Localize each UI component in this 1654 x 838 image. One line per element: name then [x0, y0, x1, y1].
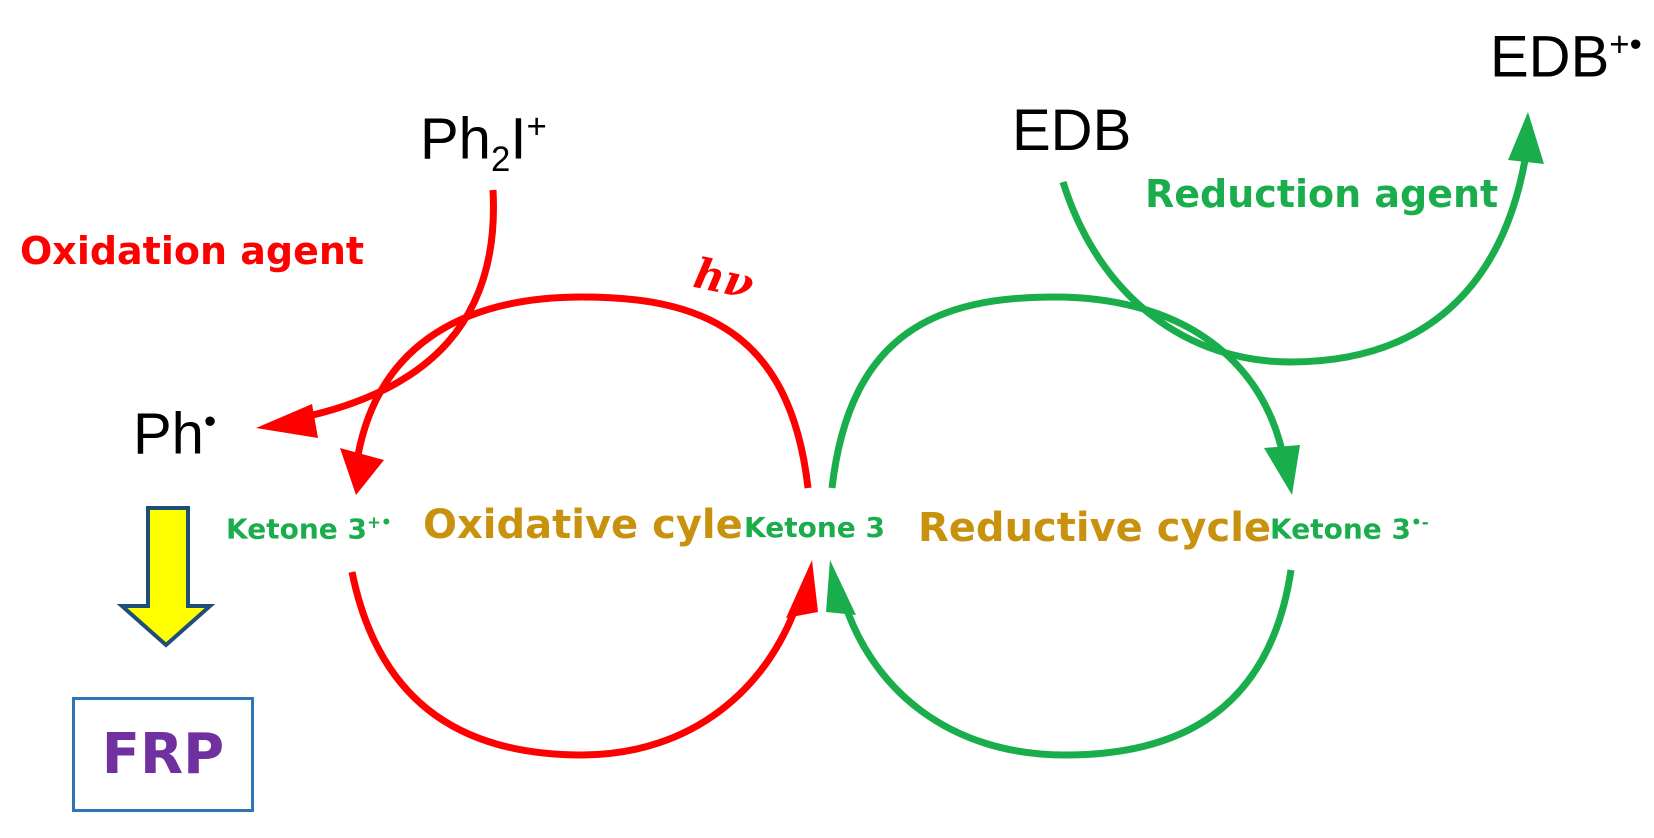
oxidation-agent-arrowhead	[256, 404, 318, 438]
ketone-radical-cation-superscript: +•	[366, 512, 392, 532]
reductive-cycle-top-arc	[828, 293, 1287, 489]
ketone-neutral-label: Ketone 3	[744, 511, 885, 544]
reduction-agent-label: Reduction agent	[1145, 172, 1499, 216]
ketone-radical-anion-superscript: •-	[1410, 512, 1429, 532]
ketone-radical-cation-label: Ketone 3+•	[226, 514, 392, 543]
down-arrow-to-frp	[116, 506, 216, 648]
edb-cation-superscript: +•	[1609, 25, 1642, 64]
frp-box: FRP	[72, 697, 254, 812]
ph2i-superscript: +	[526, 107, 547, 146]
edb-radical-cation-label: EDB+•	[1490, 25, 1642, 86]
oxidative-top-arrowhead	[340, 448, 384, 495]
reductive-cycle-label: Reductive cycle	[918, 505, 1272, 551]
reductive-cycle-bottom-arc	[838, 569, 1295, 759]
oxidative-cycle-top-arc	[354, 293, 812, 489]
oxidative-bottom-arrowhead	[786, 560, 818, 618]
light-hv-label: hν	[689, 248, 759, 309]
reduction-agent-arrow	[1059, 159, 1529, 366]
edb-label: EDB	[1012, 98, 1132, 163]
reductive-top-arrowhead	[1264, 445, 1300, 495]
ph2i-plus-label: Ph2I+	[420, 107, 547, 179]
ph2i-subscript: 2	[490, 139, 511, 179]
oxidative-cycle-label: Oxidative cyle	[423, 502, 743, 548]
phenyl-radical-dot: •	[203, 402, 217, 441]
oxidative-cycle-bottom-arc	[348, 571, 804, 759]
reductive-bottom-arrowhead	[826, 560, 856, 615]
frp-label: FRP	[101, 722, 225, 787]
ketone-radical-anion-label: Ketone 3•-	[1270, 514, 1429, 543]
ph2i-tail: I	[510, 106, 527, 172]
oxidation-agent-arrow	[299, 189, 497, 422]
ketone-radical-cation-base: Ketone 3	[226, 512, 367, 546]
reduction-agent-arrowhead	[1508, 112, 1544, 164]
edb-cation-base: EDB	[1490, 24, 1610, 90]
phenyl-radical-base: Ph	[133, 401, 204, 467]
ph2i-base: Ph	[420, 106, 491, 172]
phenyl-radical-label: Ph•	[133, 402, 217, 463]
ketone-radical-anion-base: Ketone 3	[1270, 512, 1411, 546]
oxidation-agent-label: Oxidation agent	[20, 229, 365, 273]
